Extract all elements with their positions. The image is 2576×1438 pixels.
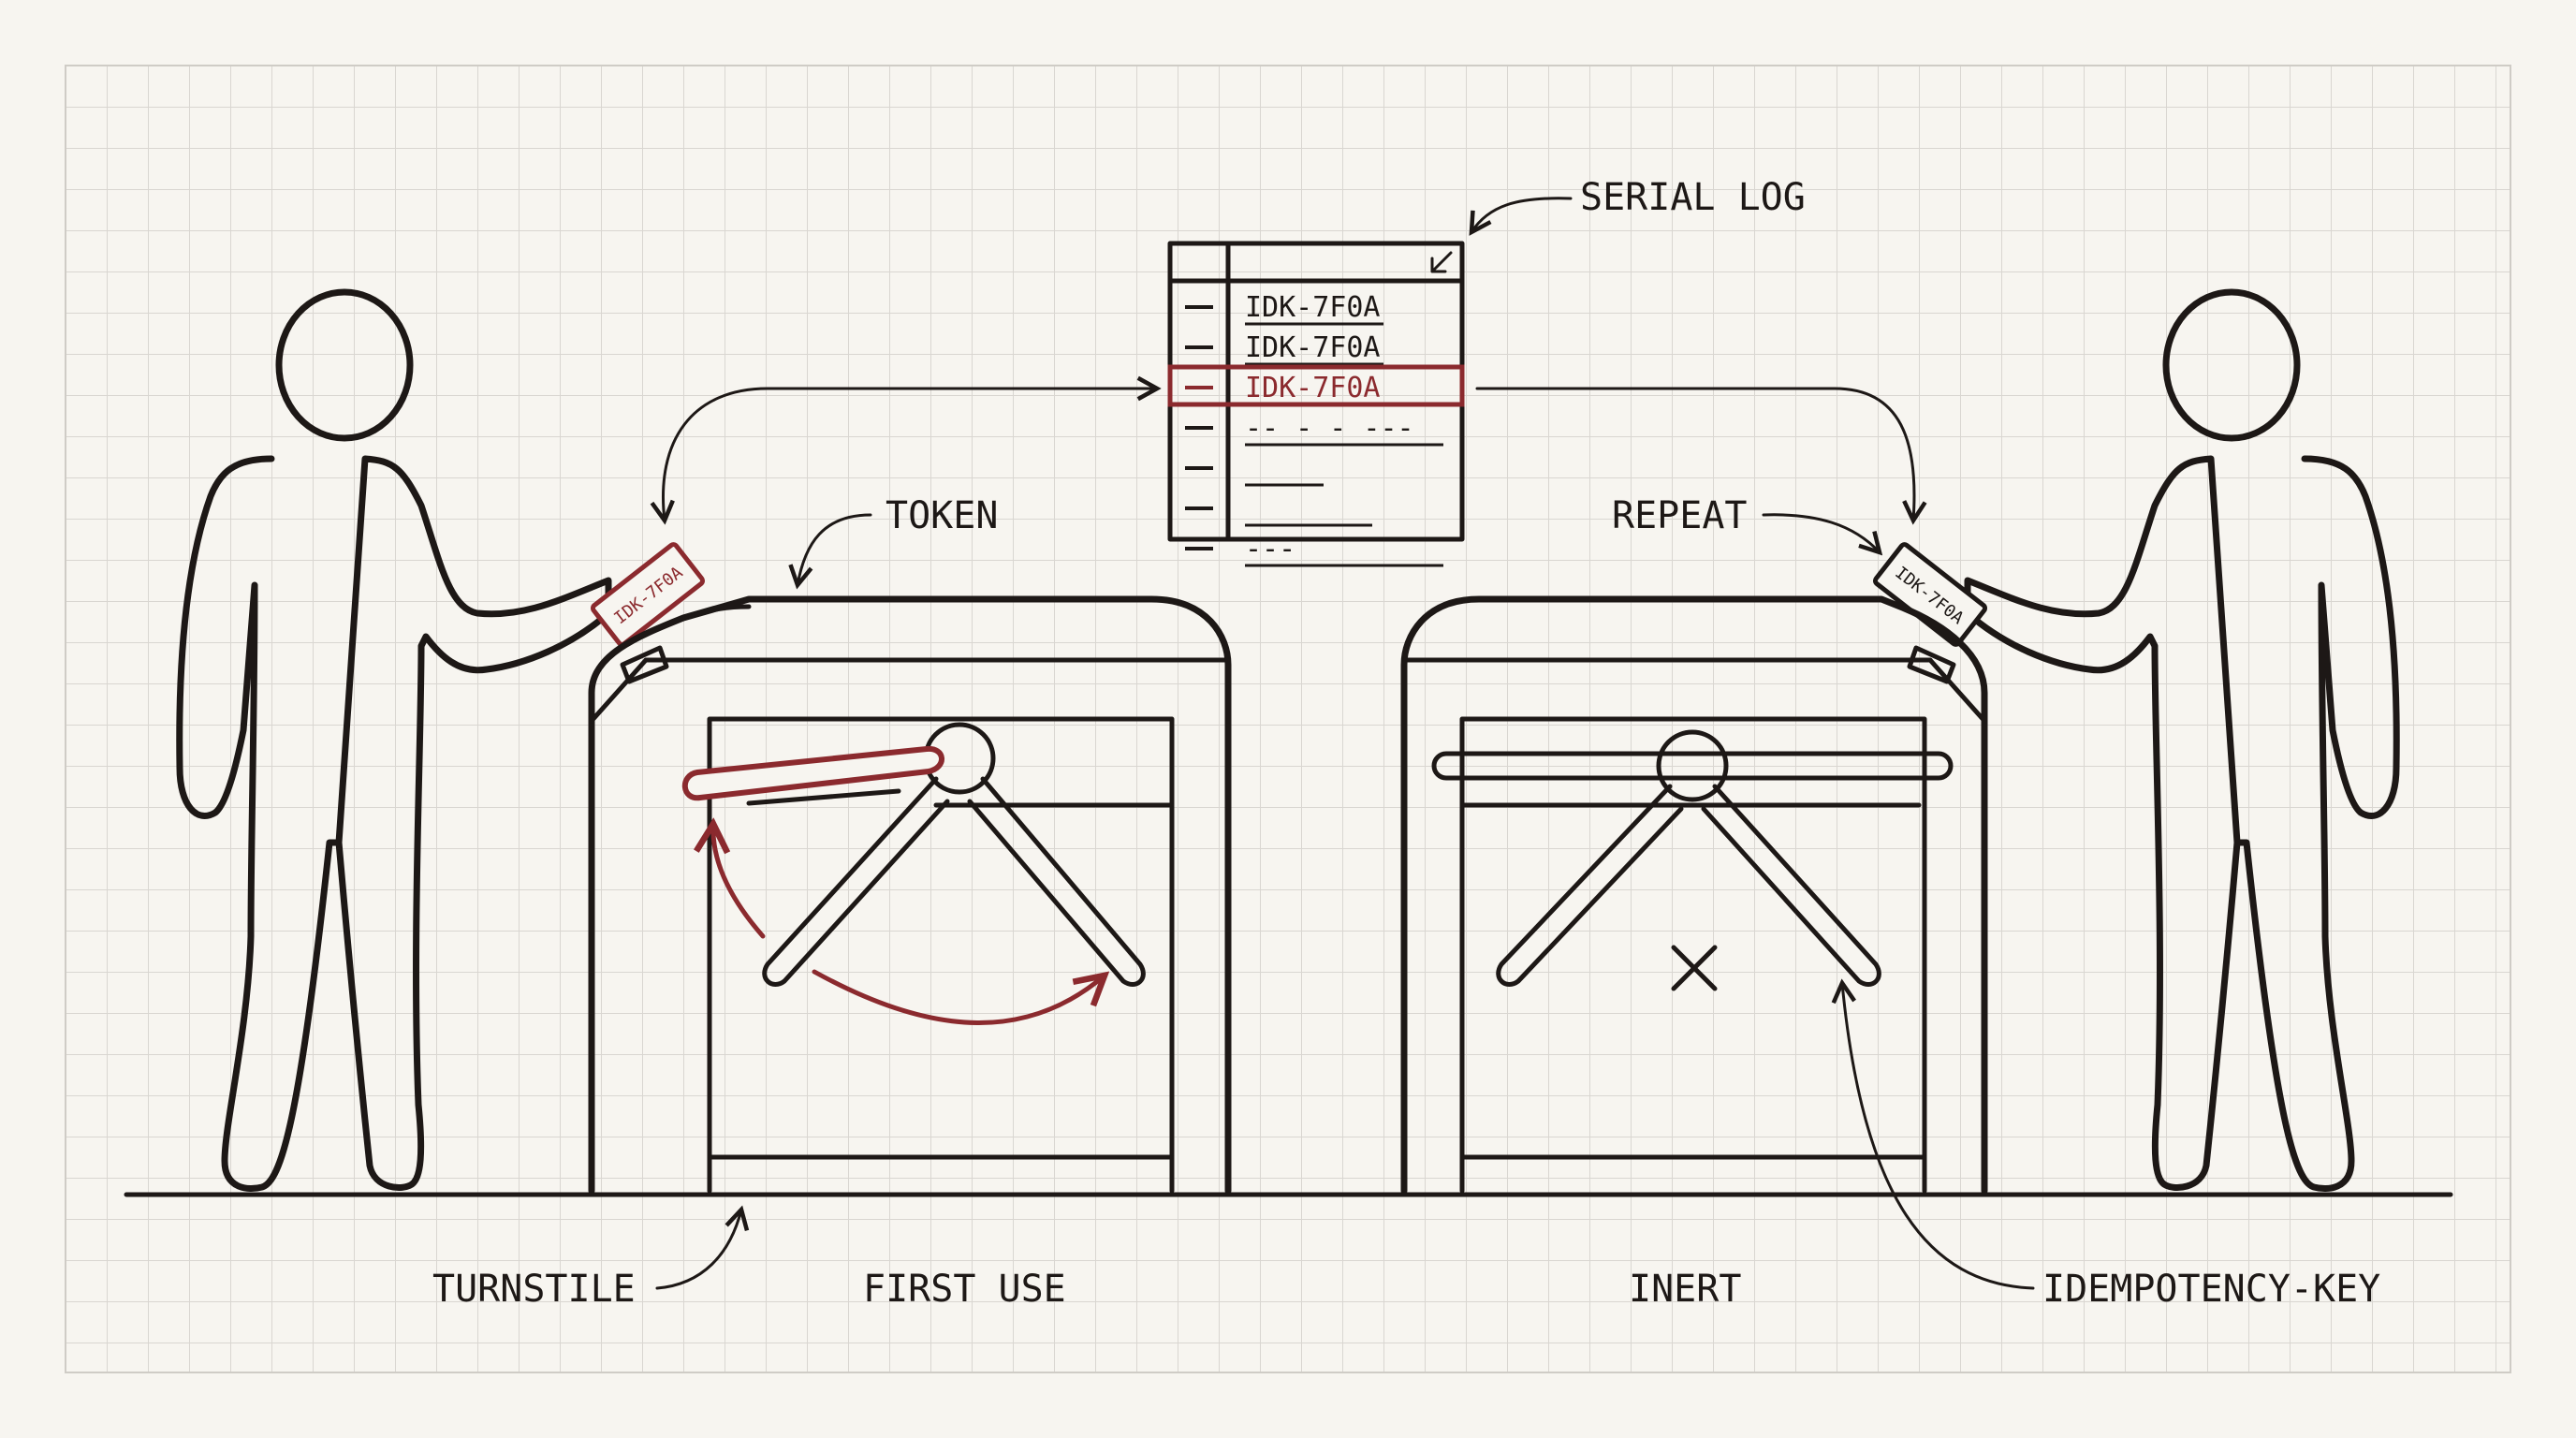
idempotency-key-label: IDEMPOTENCY-KEY xyxy=(2042,1268,2380,1311)
token-label: TOKEN xyxy=(886,494,998,537)
turnstile-label: TURNSTILE xyxy=(432,1268,636,1311)
inert-label: INERT xyxy=(1629,1268,1741,1311)
serial-log-rows: IDK-7F0A IDK-7F0A IDK-7F0A -- - - --- --- xyxy=(1167,291,1465,567)
repeat-pointer xyxy=(1762,513,1880,552)
token-to-log-arrow xyxy=(663,389,1157,521)
first-use-label: FIRST USE xyxy=(863,1268,1066,1311)
inert-x-icon xyxy=(1671,945,1718,991)
left-turnstile xyxy=(588,595,1232,1195)
left-person-icon xyxy=(176,288,612,1193)
serial-log-row-text: IDK-7F0A xyxy=(1245,372,1381,404)
serial-log-row-text: --- xyxy=(1245,533,1295,565)
turnstile-pointer xyxy=(655,1210,741,1290)
serial-log-row-text: -- - - --- xyxy=(1245,412,1414,445)
grid-paper xyxy=(65,65,2511,1373)
right-turnstile xyxy=(1400,595,1988,1195)
serial-log-pointer xyxy=(1471,197,1573,232)
idempotency-key-pointer xyxy=(1842,983,2035,1290)
serial-log-panel: IDK-7F0A IDK-7F0A IDK-7F0A -- - - --- --- xyxy=(1167,241,1465,567)
serial-log-row-text: IDK-7F0A xyxy=(1245,291,1381,324)
log-to-repeat-arrow xyxy=(1475,387,1914,521)
repeat-label: REPEAT xyxy=(1612,494,1748,537)
token-pointer xyxy=(798,513,872,585)
serial-log-label: SERIAL LOG xyxy=(1580,176,1806,219)
right-person-icon xyxy=(1964,288,2400,1193)
serial-log-row-text: IDK-7F0A xyxy=(1245,331,1381,364)
